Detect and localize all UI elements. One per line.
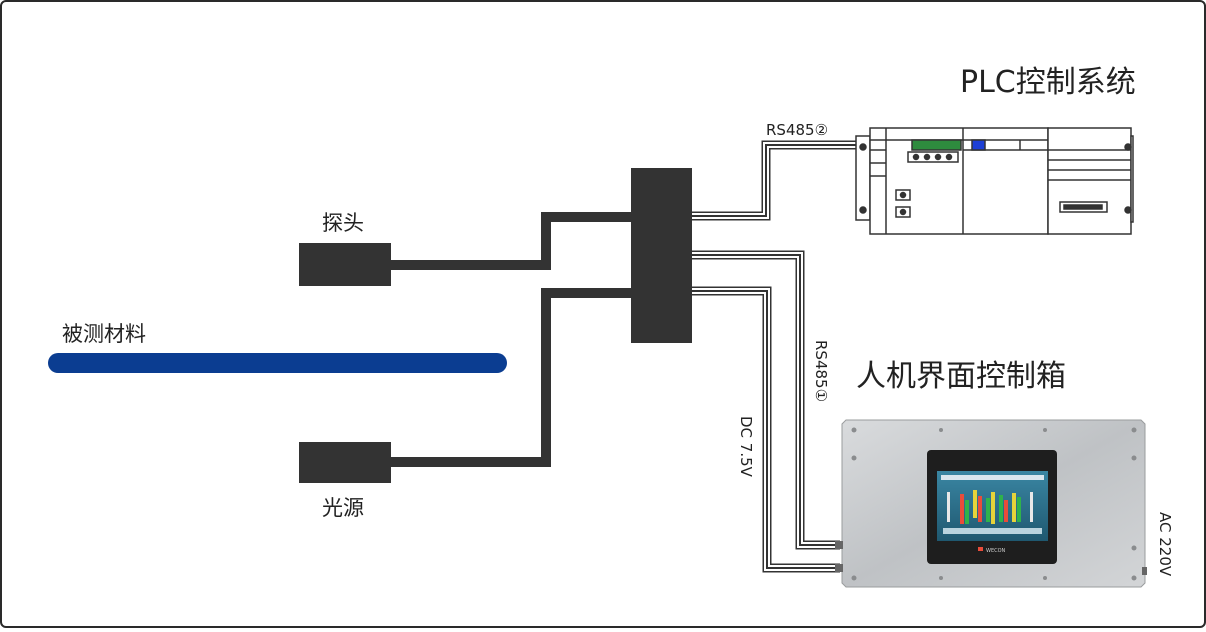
hmi-panel: WECON bbox=[835, 419, 1147, 588]
material-label: 被测材料 bbox=[62, 322, 146, 346]
hmi-screen-bars bbox=[943, 490, 1042, 534]
light-source-label: 光源 bbox=[322, 496, 364, 520]
screw-icon bbox=[1131, 455, 1137, 461]
rs485-1-label: RS485① bbox=[812, 340, 830, 402]
screw-icon bbox=[851, 575, 857, 581]
probe-box bbox=[299, 243, 391, 286]
rs485-1-cable bbox=[692, 250, 840, 550]
plc-title: PLC控制系统 bbox=[960, 65, 1136, 100]
plc-rack bbox=[855, 127, 1134, 235]
probe-cable bbox=[391, 212, 631, 270]
dc-cable bbox=[692, 286, 840, 573]
hmi-brand: WECON bbox=[986, 548, 1006, 554]
screw-icon bbox=[851, 455, 857, 461]
rs485-2-label: RS485② bbox=[766, 121, 828, 139]
screw-icon bbox=[1131, 427, 1137, 433]
hmi-title: 人机界面控制箱 bbox=[856, 359, 1066, 394]
rs485-2-cable bbox=[692, 140, 858, 221]
screw-icon bbox=[1131, 545, 1137, 551]
screw-icon bbox=[1131, 575, 1137, 581]
dc-power-label: DC 7.5V bbox=[737, 416, 755, 478]
probe-label: 探头 bbox=[322, 211, 364, 235]
junction-box bbox=[631, 168, 692, 343]
light-source-box bbox=[299, 442, 391, 483]
screw-icon bbox=[851, 427, 857, 433]
ac-power-label: AC 220V bbox=[1156, 512, 1174, 577]
light-source-cable bbox=[391, 288, 631, 467]
